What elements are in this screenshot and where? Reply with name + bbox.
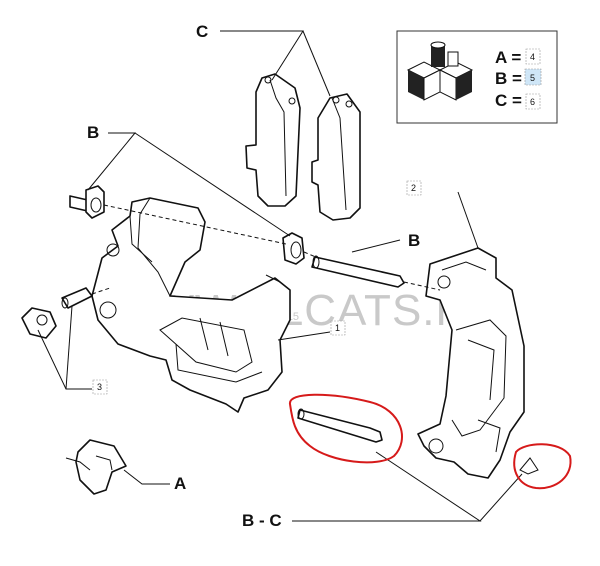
legend-letter-a: A = [495,48,521,67]
ref-label-3: 3 [97,382,102,392]
callout-b-lower: B [408,231,420,250]
leader-ref-1 [277,331,331,341]
ref-label-2: 2 [411,183,416,193]
guide-bushing[interactable] [282,232,305,265]
brake-pads[interactable] [245,73,361,221]
leader-ref-3b [65,305,73,390]
legend-row-a: A = 4 [495,48,541,67]
legend-code-b[interactable]: 5 [530,73,535,83]
retaining-clip-small[interactable] [519,457,539,475]
kit-box-icon [406,41,474,101]
ref-box-2[interactable]: 2 [406,180,422,196]
ref-box-3[interactable]: 3 [92,379,108,395]
ref-box-1[interactable]: 1 [330,320,346,336]
spring-clip[interactable] [65,439,127,495]
callout-c: C [196,22,208,41]
leader-b-3 [351,239,401,253]
caliper-bracket[interactable] [417,247,525,479]
leader-bc-2 [479,473,523,522]
callout-b-c: B - C [242,511,282,530]
kit-legend: A = 4 B = 5 C = 6 [396,30,558,124]
leader-ref-3a [37,329,92,390]
leader-ref-2 [457,191,479,249]
guide-bolt-left[interactable] [69,185,105,219]
legend-letter-b: B = [495,69,522,88]
legend-code-a[interactable]: 4 [530,52,535,62]
legend-code-c[interactable]: 6 [530,97,535,107]
leader-bc-1 [292,451,482,522]
bleed-cap[interactable] [21,307,57,339]
leader-a [123,469,170,485]
leader-c-2 [302,30,331,97]
guide-pin[interactable] [311,255,405,288]
callout-b-upper: B [87,123,99,142]
highlight-ring-clip [513,443,572,490]
guide-pin-kit[interactable] [297,408,383,443]
legend-row-c: C = 6 [495,91,541,110]
bleed-screw[interactable] [61,287,93,309]
callout-a: A [174,474,186,493]
legend-row-b: B = 5 [495,68,542,88]
ref-label-1: 1 [335,323,340,333]
leader-b-2 [134,132,291,237]
highlight-ring-pin [289,393,403,464]
legend-letter-c: C = [495,91,522,110]
caliper-body[interactable] [91,197,291,413]
leader-c-1 [220,30,304,81]
